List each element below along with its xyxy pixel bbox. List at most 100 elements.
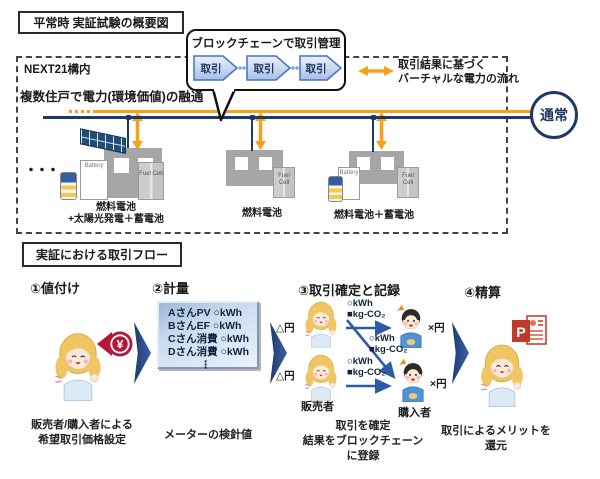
- house-1-label: 燃料電池 +太陽光発電＋蓄電池: [58, 202, 174, 226]
- house-2-label: 燃料電池: [222, 208, 302, 220]
- house-2-window: [235, 157, 248, 170]
- house-3-window: [357, 157, 370, 170]
- legend-line-1: 取引結果に基づく: [398, 59, 486, 71]
- house-2-window: [259, 157, 272, 170]
- kwh-label: ○kWh: [347, 356, 373, 367]
- house-1-window: [114, 158, 129, 173]
- settlement-woman-icon: [481, 344, 523, 407]
- next21-area-label: NEXT21構内: [24, 64, 91, 76]
- drop-line-3: [372, 118, 374, 152]
- seller-price-1: △円: [276, 322, 295, 334]
- co2-label: ■kg-CO₂: [347, 366, 386, 378]
- caption-line: メーターの検針値: [164, 429, 252, 441]
- yen-price-badge-icon: ¥: [97, 331, 133, 357]
- seller-woman-icon: [305, 301, 337, 348]
- kwh-label: ○kWh: [347, 298, 373, 309]
- co2-label: ■kg-CO₂: [369, 343, 408, 355]
- step-4-caption: 取引によるメリットを 還元: [438, 424, 554, 454]
- trade-amount-label-3: ○kWh ■kg-CO₂: [347, 356, 386, 378]
- drop-line-1: [127, 118, 129, 148]
- top-title: 平常時 実証試験の概要図: [33, 16, 169, 30]
- callout-tail: [211, 89, 237, 122]
- top-title-box: 平常時 実証試験の概要図: [18, 11, 184, 34]
- step-3-caption: 取引を確定 結果をブロックチェーン に登録: [298, 419, 428, 464]
- trade-amount-label-1: ○kWh ■kg-CO₂: [347, 298, 386, 320]
- block-2-label: 取引: [254, 62, 275, 75]
- caption-line: 還元: [485, 440, 507, 452]
- blockchain-callout-title: ブロックチェーンで取引管理: [191, 38, 341, 50]
- flow-chevron-1: [134, 322, 151, 384]
- seller-woman-icon: [305, 354, 337, 401]
- block-1-label: 取引: [201, 62, 222, 75]
- bus-junction-3: [371, 115, 376, 120]
- caption-line: に登録: [346, 450, 380, 462]
- kwh-label: ○kWh: [369, 333, 395, 344]
- meter-line-1: AさんPV ○kWh: [168, 307, 243, 319]
- fuel-cell-label: Fuel Cell: [278, 173, 290, 186]
- orange-bus-dotted: [69, 110, 96, 113]
- house-3-window: [381, 157, 394, 170]
- caption-line: 結果をブロックチェーン: [302, 435, 424, 447]
- co2-label: ■kg-CO₂: [347, 308, 386, 320]
- orange-bus-line: [96, 110, 532, 113]
- meter-readings-box: AさんPV ○kWh BさんEF ○kWh Cさん消費 ○kWh Dさん消費 ○…: [157, 301, 259, 371]
- step-3-label: ③取引確定と記録: [298, 283, 401, 298]
- meter-line-2: BさんEF ○kWh: [168, 320, 242, 332]
- house-3-label: 燃料電池＋蓄電池: [326, 210, 422, 222]
- seller-price-2: △円: [276, 370, 295, 382]
- drop-line-2: [251, 118, 253, 151]
- battery-cell-icon: [328, 176, 343, 202]
- flow-title-box: 実証における取引フロー: [22, 242, 182, 267]
- step-2-caption: メーターの検針値: [158, 428, 258, 443]
- caption-line: 販売者/購入者による: [31, 419, 133, 431]
- flow-chevron-3: [452, 322, 469, 384]
- fuel-cell-unit: Fuel Cell: [273, 167, 295, 198]
- grid-circle: 通常: [530, 91, 578, 139]
- buyer-boy-icon: [397, 304, 422, 348]
- seller-role-label: 販売者: [301, 401, 334, 413]
- more-houses-ellipsis: ・・・: [24, 162, 60, 178]
- step-1-label: ①値付け: [30, 281, 81, 296]
- step-4-label: ④精算: [464, 285, 502, 300]
- seller-woman-icon: [55, 333, 101, 401]
- buyer-boy-icon: [399, 358, 424, 402]
- legend-double-arrow-icon: [358, 66, 394, 76]
- legend-line-2: バーチャルな電力の流れ: [398, 73, 519, 85]
- caption-line: 希望取引価格設定: [38, 434, 126, 446]
- meter-line-4: Dさん消費 ○kWh: [168, 346, 250, 358]
- step-2-label: ②計量: [152, 281, 190, 296]
- house-1-label-line2: +太陽光発電＋蓄電池: [68, 214, 164, 225]
- legend-text: 取引結果に基づく バーチャルな電力の流れ: [398, 58, 519, 86]
- powerpoint-letter: P: [516, 324, 525, 340]
- buyer-role-label: 購入者: [398, 407, 431, 419]
- meter-line-ellipsis: ⋮: [200, 359, 211, 371]
- fuel-cell-label: Fuel Cell: [402, 173, 414, 186]
- trade-amount-label-2: ○kWh ■kg-CO₂: [369, 333, 408, 355]
- fuel-cell-unit: Fuel Cell: [397, 167, 419, 198]
- transaction-arrows: [345, 319, 396, 394]
- battery-unit-label: Battery: [339, 170, 359, 176]
- navy-bus-line: [43, 116, 532, 119]
- house-3-label-line1: 燃料電池＋蓄電池: [334, 210, 414, 221]
- battery-cell-icon: [60, 172, 77, 200]
- flow-title: 実証における取引フロー: [35, 248, 168, 262]
- house-2: Fuel Cell 燃料電池: [222, 136, 302, 228]
- yen-symbol: ¥: [117, 338, 124, 352]
- fuel-cell-unit: Fuel Cell: [138, 162, 164, 200]
- power-sharing-subtitle: 複数住戸で電力(環境価値)の融通: [20, 90, 204, 104]
- caption-line: 取引を確定: [335, 420, 391, 432]
- battery-unit-label: Battery: [84, 163, 104, 169]
- step-1-caption: 販売者/購入者による 希望取引価格設定: [18, 418, 146, 448]
- house-3: Battery Fuel Cell 燃料電池＋蓄電池: [326, 136, 422, 228]
- house-1-label-line1: 燃料電池: [96, 202, 136, 213]
- meter-line-3: Cさん消費 ○kWh: [168, 333, 250, 345]
- powerpoint-icon: P: [512, 315, 547, 345]
- blockchain-blocks-icon: 取引 取引 取引: [193, 55, 343, 81]
- home-battery-unit: Battery: [80, 160, 108, 200]
- grid-circle-label: 通常: [540, 107, 568, 123]
- house-1: Battery Fuel Cell 燃料電池 +太陽光発電＋蓄電池: [58, 128, 174, 228]
- caption-line: 取引によるメリットを: [441, 425, 551, 437]
- buyer-price-1: ×円: [428, 322, 445, 334]
- block-3-label: 取引: [306, 62, 327, 75]
